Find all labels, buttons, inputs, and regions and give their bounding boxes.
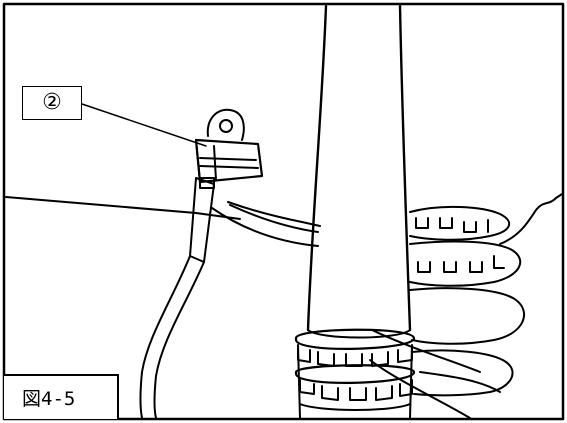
- figure-caption: 図4-5: [4, 374, 119, 419]
- panel-edge-lower: [195, 212, 241, 220]
- wire: [499, 193, 563, 245]
- strut-tube-left: [306, 4, 328, 332]
- coil-spring: [369, 205, 526, 419]
- figure-caption-text: 図4-5: [22, 388, 76, 410]
- sensor-clip: [206, 108, 245, 141]
- bracket-arm: [227, 201, 321, 227]
- lock-ring-upper: [294, 328, 416, 367]
- sensor-body: [189, 177, 215, 263]
- strut-tube-right: [398, 4, 412, 332]
- callout-label: ②: [22, 86, 82, 120]
- sensor-hose: [139, 255, 191, 419]
- panel-edge: [5, 196, 197, 214]
- callout-leader: [81, 103, 207, 147]
- lock-ring-lower: [294, 364, 416, 401]
